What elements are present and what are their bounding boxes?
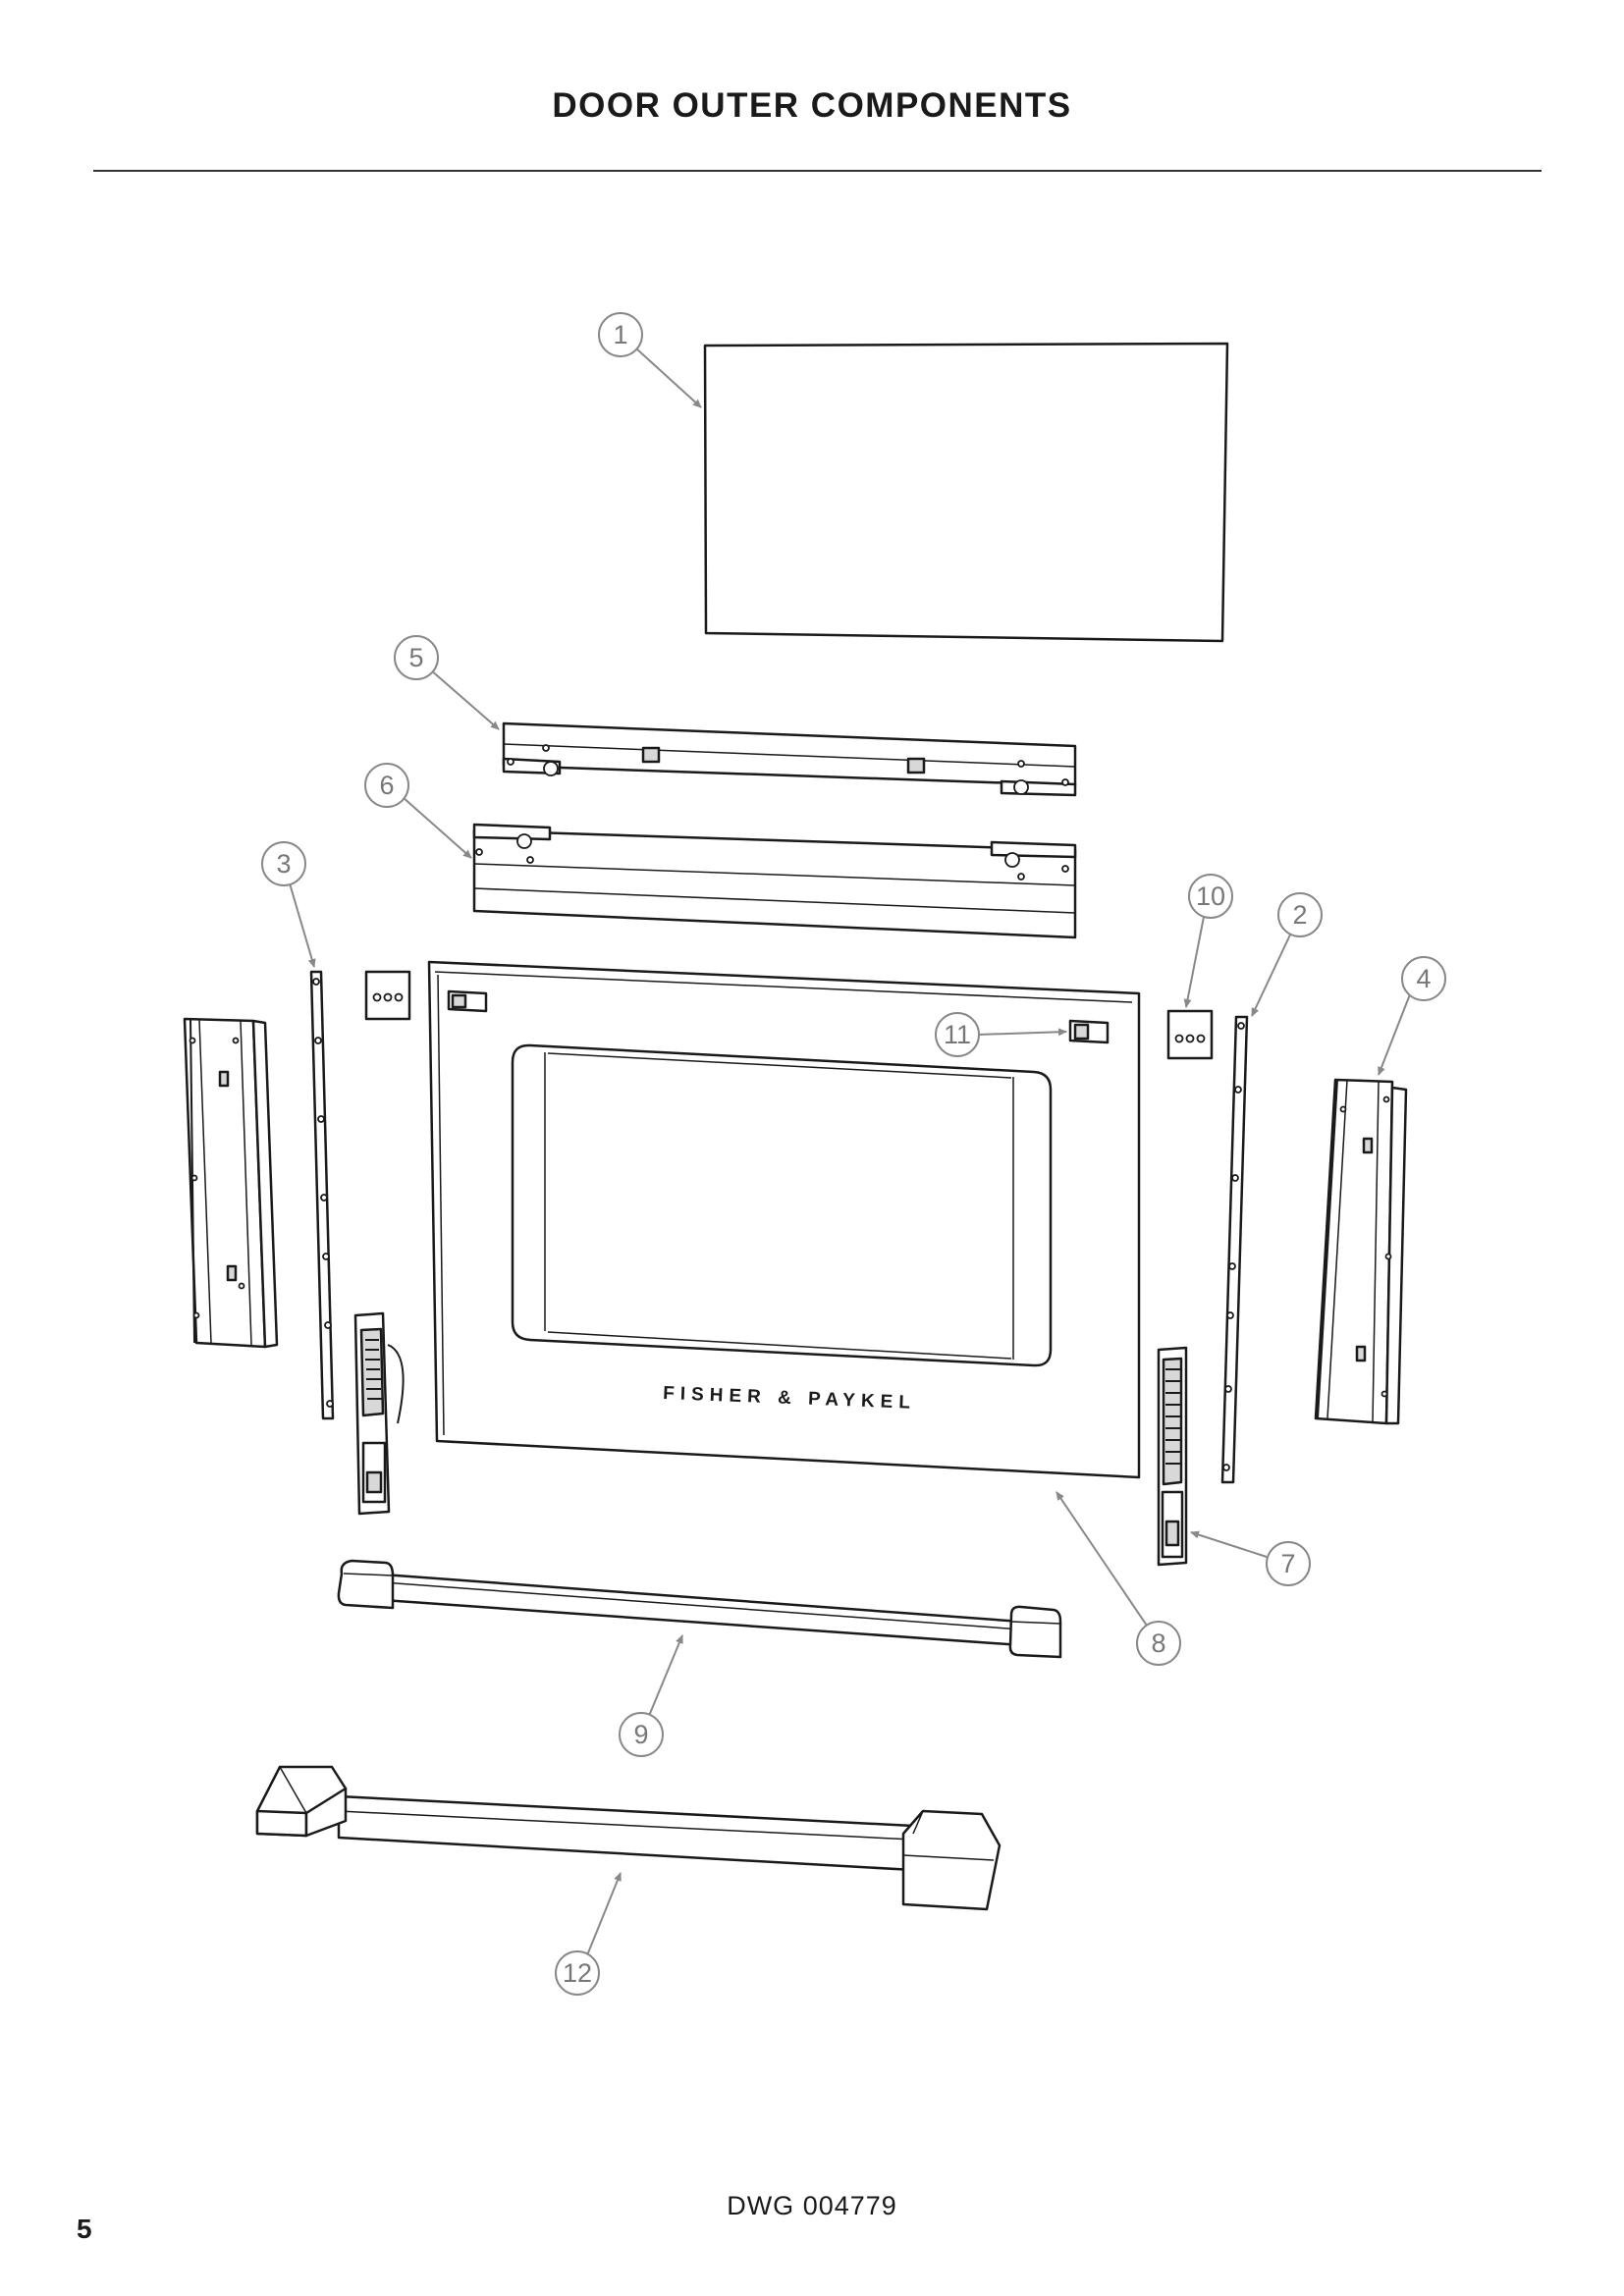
page-number: 5 [77, 2214, 92, 2244]
callout-10: 10 [1183, 874, 1233, 1008]
part-3-left-rail [309, 970, 335, 1420]
part-2-right-rail [1220, 1015, 1249, 1484]
callout-9: 9 [619, 1634, 683, 1757]
part-7-hinge-left [353, 1311, 405, 1516]
part-11-clip [1068, 1019, 1110, 1044]
drawing-number: DWG 004779 [727, 2191, 897, 2220]
callout-8: 8 [1056, 1491, 1181, 1666]
part-10-plate-left [364, 970, 411, 1021]
part-9-handle-bar [337, 1559, 1062, 1659]
svg-text:3: 3 [276, 849, 291, 879]
callout-7: 7 [1190, 1530, 1311, 1586]
part-7-hinge-right [1157, 1346, 1188, 1567]
callout-4: 4 [1378, 956, 1446, 1076]
svg-text:4: 4 [1416, 964, 1431, 993]
callout-6: 6 [364, 763, 472, 859]
part-1-glass-panel [703, 342, 1229, 643]
part-10-plate-right [1166, 1009, 1214, 1060]
svg-text:10: 10 [1196, 881, 1225, 911]
part-5-top-channel [502, 721, 1077, 797]
callout-12: 12 [555, 1872, 622, 1996]
svg-text:5: 5 [408, 643, 423, 672]
svg-text:11: 11 [944, 1020, 971, 1049]
title-divider [93, 170, 1542, 172]
part-4-right-side-bracket [1314, 1078, 1408, 1425]
svg-text:12: 12 [563, 1958, 592, 1988]
svg-text:6: 6 [379, 771, 394, 800]
page-title: DOOR OUTER COMPONENTS [552, 86, 1072, 125]
svg-text:9: 9 [633, 1720, 648, 1749]
callout-2: 2 [1251, 892, 1323, 1017]
part-left-side-bracket [183, 1017, 279, 1349]
callout-5: 5 [394, 635, 500, 730]
part-12-large-handle [255, 1765, 1001, 1911]
svg-text:1: 1 [613, 320, 627, 349]
svg-text:2: 2 [1292, 900, 1307, 930]
part-6-lower-channel [472, 823, 1077, 939]
svg-text:8: 8 [1151, 1629, 1165, 1658]
callout-3: 3 [261, 841, 316, 968]
svg-text:7: 7 [1280, 1549, 1295, 1578]
callout-11: 11 [935, 1012, 1067, 1057]
part-8-outer-door: FISHER & PAYKEL [427, 960, 1141, 1479]
callout-1: 1 [598, 312, 702, 408]
